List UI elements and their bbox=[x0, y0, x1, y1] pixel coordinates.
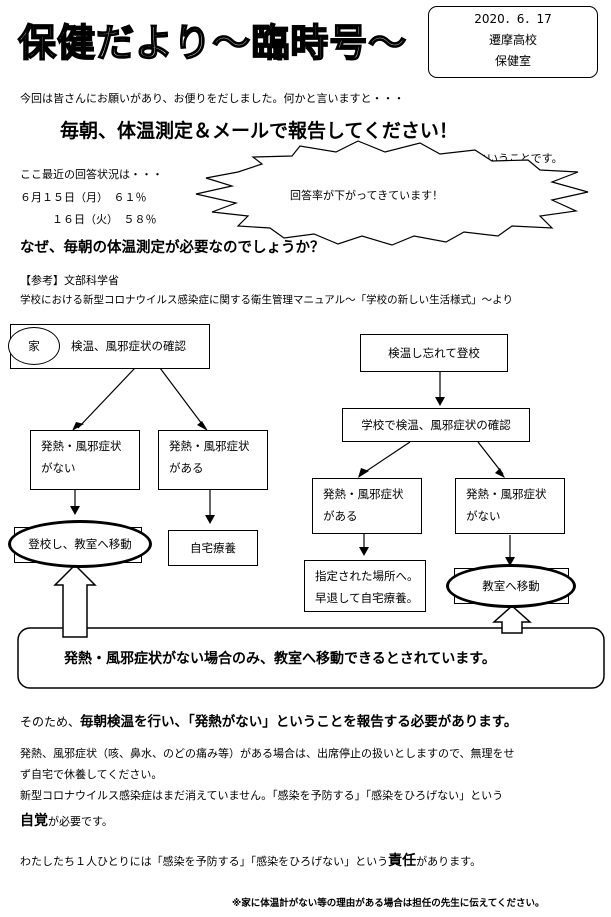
r-symptom-box: 発熱・風邪症状 がある bbox=[312, 478, 422, 534]
footnote: ※家に体温計がない等の理由がある場合は担任の先生に伝えてください。 bbox=[232, 898, 545, 909]
status-lead: ここ最近の回答状況は・・・ bbox=[20, 168, 163, 181]
reference-source: 学校における新型コロナウイルス感染症に関する衛生管理マニュアル〜「学校の新しい生… bbox=[20, 294, 513, 306]
home-rest-label: 自宅療養 bbox=[190, 541, 236, 555]
starburst-shape bbox=[195, 140, 589, 246]
r-no-symptom-box: 発熱・風邪症状 がない bbox=[455, 478, 565, 534]
p2-line1: 発熱、風邪症状（咳、鼻水、のどの痛み等）がある場合は、出席停止の扱いとしますので… bbox=[20, 747, 515, 760]
headline: 毎朝、体温測定＆メールで報告してください！ bbox=[60, 120, 458, 142]
p3-bold: 自覚 bbox=[20, 813, 48, 829]
p4-tail: があります。 bbox=[416, 855, 482, 868]
school-check-box: 学校で検温、風邪症状の確認 bbox=[342, 408, 530, 442]
newsletter-title: 保健だより〜臨時号〜 bbox=[17, 20, 408, 66]
flow-symptom-l2: がある bbox=[169, 461, 204, 475]
p4-main: わたしたち１人ひとりには「感染を予防する」「感染をひろげない」という bbox=[20, 855, 389, 868]
flow-no-symptom-l1: 発熱・風邪症状 bbox=[41, 439, 122, 453]
office-name: 保健室 bbox=[494, 54, 531, 68]
date-box: 2020．6．17 遷摩高校 保健室 bbox=[428, 6, 598, 78]
note-box-frame bbox=[17, 627, 605, 689]
burst-text: 回答率が下がってきています！ bbox=[290, 189, 444, 202]
p2-line2: ず自宅で休養してください。 bbox=[20, 768, 163, 781]
home-label: 家 bbox=[28, 339, 40, 353]
flow-symptom-box: 発熱・風邪症状 がある bbox=[158, 430, 268, 490]
issue-date: 2020．6．17 bbox=[474, 12, 552, 26]
p3-tail: が必要です。 bbox=[48, 815, 113, 828]
hollow-arrow-right bbox=[492, 604, 532, 634]
r-go-class-label: 教室へ移動 bbox=[482, 579, 540, 593]
home-oval: 家 bbox=[8, 327, 60, 365]
flow-no-symptom-box: 発熱・風邪症状 がない bbox=[30, 430, 140, 490]
r-symptom-l1: 発熱・風邪症状 bbox=[323, 487, 404, 501]
school-check-label: 学校で検温、風邪症状の確認 bbox=[361, 418, 511, 432]
reference-label: 【参考】文部科学省 bbox=[20, 274, 119, 287]
status-row-tue: １６日（火） ５８％ bbox=[52, 213, 157, 226]
p1-main: 毎朝検温を行い、「発熱がない」ということを報告する必要があります。 bbox=[80, 714, 518, 730]
r-symptom-l2: がある bbox=[323, 509, 358, 523]
paragraph-1: そのため、毎朝検温を行い、「発熱がない」ということを報告する必要があります。 bbox=[20, 710, 517, 730]
designated-box: 指定された場所へ。 早退して自宅療養。 bbox=[304, 560, 426, 612]
forgot-label: 検温し忘れて登校 bbox=[388, 346, 480, 360]
designated-l2: 早退して自宅療養。 bbox=[315, 591, 419, 605]
flow-check-label: 検温、風邪症状の確認 bbox=[71, 339, 186, 353]
p3-line2: 自覚が必要です。 bbox=[20, 810, 113, 830]
p4-bold: 責任 bbox=[388, 853, 417, 869]
forgot-box: 検温し忘れて登校 bbox=[360, 334, 508, 372]
go-class-oval: 登校し、教室へ移動 bbox=[8, 520, 152, 568]
flow-no-symptom-l2: がない bbox=[41, 461, 76, 475]
p4: わたしたち１人ひとりには「感染を予防する」「感染をひろげない」という責任がありま… bbox=[20, 850, 481, 870]
flow-symptom-l1: 発熱・風邪症状 bbox=[169, 439, 250, 453]
p1-prefix: そのため、 bbox=[20, 715, 81, 729]
intro-text: 今回は皆さんにお願いがあり、お便りをだしました。何かと言いますと・・・ bbox=[20, 92, 405, 105]
r-no-symptom-l2: がない bbox=[466, 509, 501, 523]
note-box-text: 発熱・風邪症状がない場合のみ、教室へ移動できるとされています。 bbox=[64, 651, 496, 667]
status-row-mon: ６月１５日（月） ６１％ bbox=[20, 191, 147, 204]
question-heading: なぜ、毎朝の体温測定が必要なのでしょうか？ bbox=[20, 240, 325, 256]
school-name: 遷摩高校 bbox=[488, 33, 537, 47]
home-rest-box: 自宅療養 bbox=[168, 530, 258, 566]
hollow-arrow-left bbox=[53, 563, 97, 638]
designated-l1: 指定された場所へ。 bbox=[315, 569, 419, 583]
p3-line1: 新型コロナウイルス感染症はまだ消えていません。「感染を予防する」「感染をひろげな… bbox=[20, 789, 504, 802]
r-go-class-oval: 教室へ移動 bbox=[446, 564, 576, 608]
go-class-label: 登校し、教室へ移動 bbox=[28, 537, 132, 551]
r-no-symptom-l1: 発熱・風邪症状 bbox=[466, 487, 547, 501]
